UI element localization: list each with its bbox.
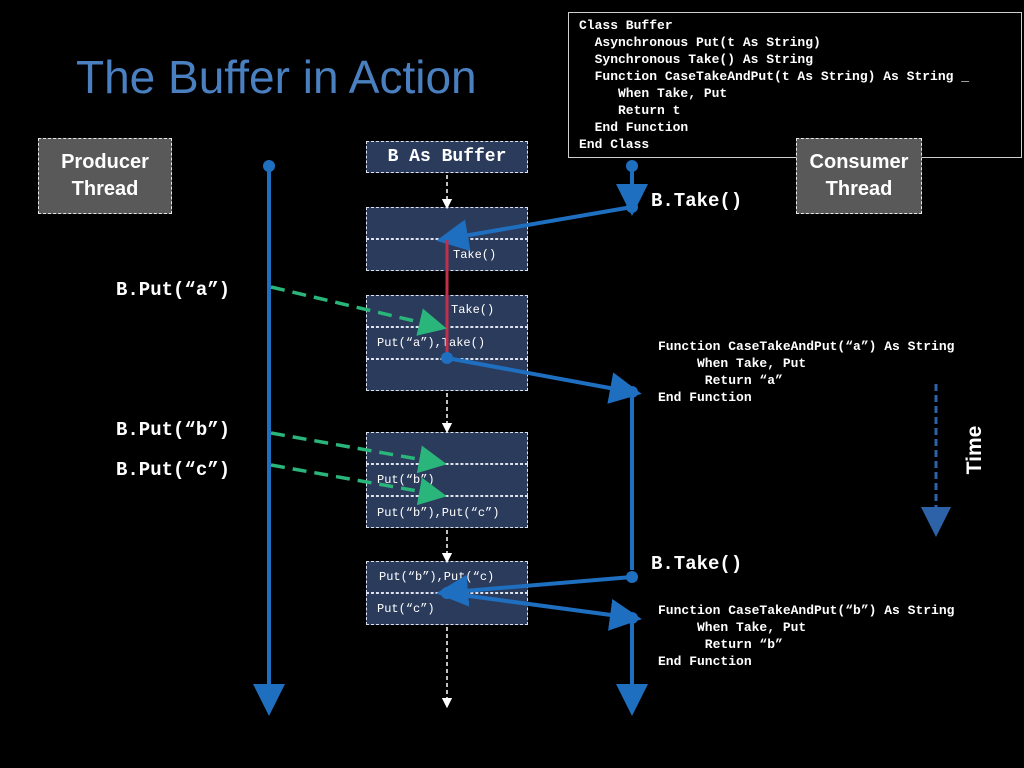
code-line: Synchronous Take() As String [579,52,814,67]
buffer-cell-text: Put(“b”),Put(“c”) [377,506,500,520]
function-a-line: Function CaseTakeAndPut(“a”) As String [658,339,955,354]
buffer-cell [366,496,528,528]
function-b-line: End Function [658,654,752,669]
code-line: Function CaseTakeAndPut(t As String) As … [579,69,970,84]
class-code-box: Class Buffer Asynchronous Put(t As Strin… [568,12,1022,158]
buffer-cell-text: Put(“a”),Take() [377,336,486,350]
buffer-cell [366,432,528,464]
put-a-label: B.Put(“a”) [116,279,231,301]
buffer-header: B As Buffer [366,141,528,173]
put-b-arrow [270,431,447,474]
put-c-label: B.Put(“c”) [116,459,231,481]
time-label: Time [963,425,986,475]
take-label-1: B.Take() [651,190,743,212]
code-line: Asynchronous Put(t As String) [579,35,821,50]
function-b-line: Return “b” [658,637,783,652]
buffer-cell-text: Take() [453,248,497,262]
buffer-cell [366,464,528,496]
producer-line1: Producer [61,151,149,173]
consumer-line1: Consumer [809,151,909,173]
producer-thread-label: Producer Thread [38,138,172,214]
page-title: The Buffer in Action [76,51,477,103]
function-b-line: When Take, Put [658,620,807,635]
put-a-arrow [270,285,447,336]
consumer-thread-label: Consumer Thread [796,138,922,214]
take-label-2: B.Take() [651,553,743,575]
put-b-label: B.Put(“b”) [116,419,231,441]
producer-line2: Thread [71,178,139,200]
consumer-start-dot [626,160,638,172]
function-a-line: End Function [658,390,752,405]
producer-start-dot [263,160,275,172]
buffer-cell-text: Take() [451,303,495,317]
function-a-line: Return “a” [658,373,783,388]
buffer-cell-text: Put(“c”) [377,602,435,616]
take-request-arrow-2 [436,574,633,607]
code-line: Return t [579,103,681,118]
consumer-line2: Thread [825,178,893,200]
code-line: When Take, Put [579,86,728,101]
return-a-arrow [446,356,642,404]
code-line: End Function [579,120,689,135]
return-b-arrow [446,591,642,631]
code-line: End Class [579,137,650,152]
function-b-line: Function CaseTakeAndPut(“b”) As String [658,603,955,618]
put-c-arrow [270,463,447,506]
code-line: Class Buffer [579,18,673,33]
function-a-line: When Take, Put [658,356,807,371]
take-request-arrow [436,205,633,252]
